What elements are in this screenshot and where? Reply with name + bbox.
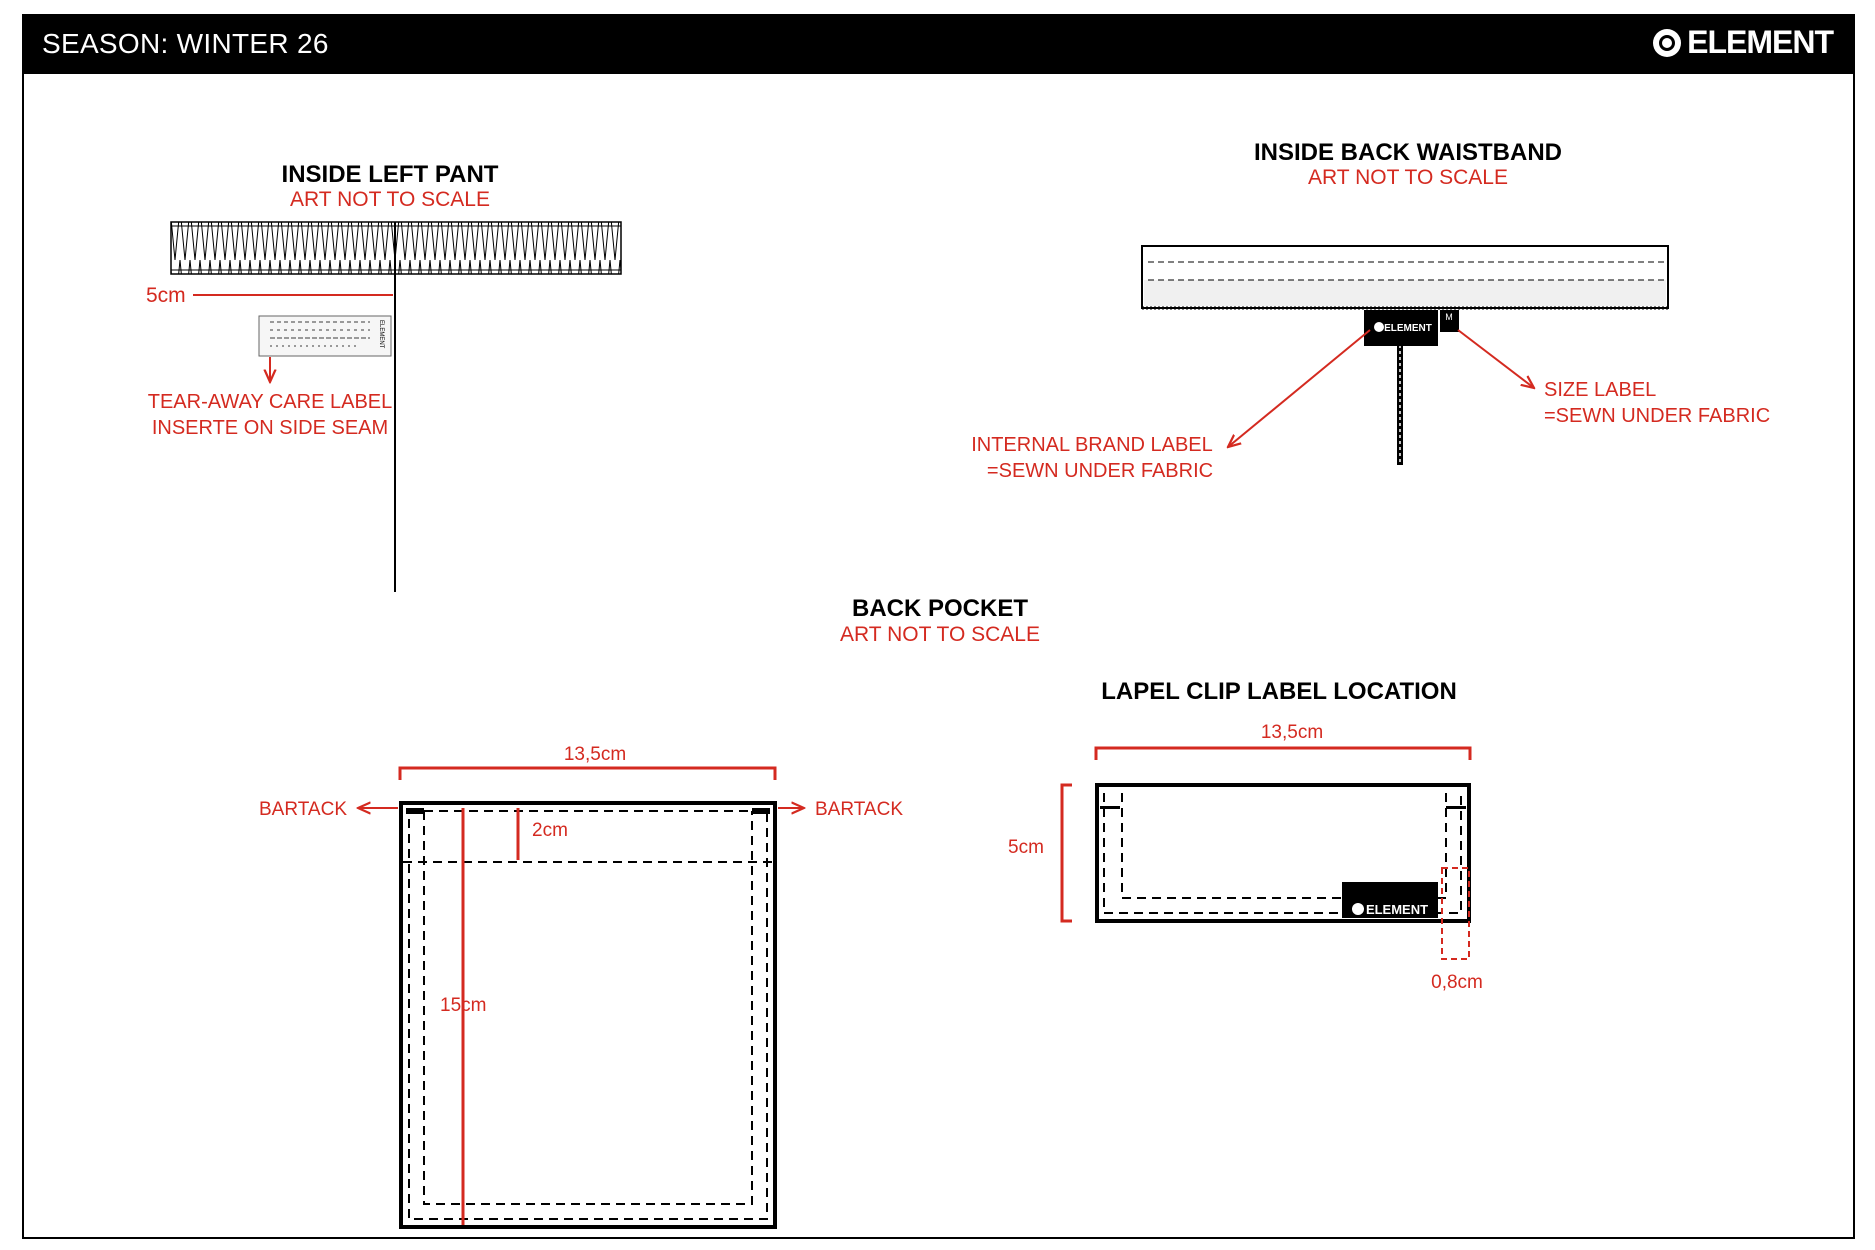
- brand-label-logo-icon: [1374, 322, 1384, 332]
- lapel-clip-title: LAPEL CLIP LABEL LOCATION: [1101, 678, 1457, 705]
- lapel-clip-label-text: ELEMENT: [1366, 902, 1428, 917]
- care-label-callout-line2: INSERTE ON SIDE SEAM: [152, 417, 388, 439]
- lapel-clip-section: LAPEL CLIP LABEL LOCATION 13,5cm 5cm ELE…: [1008, 678, 1483, 993]
- pocket-width-dim: [398, 766, 777, 780]
- lapel-label-logo-icon: [1352, 903, 1364, 915]
- header-bar: SEASON: WINTER 26 ELEMENT: [22, 14, 1855, 74]
- size-label: [1440, 310, 1459, 332]
- side-seam-dim-label: 5cm: [146, 284, 186, 307]
- brand-label-callout-line2: =SEWN UNDER FABRIC: [987, 460, 1213, 482]
- inside-left-pant-note: ART NOT TO SCALE: [290, 188, 490, 211]
- size-label-text: M: [1445, 312, 1453, 322]
- pocket-height-label: 15cm: [440, 995, 486, 1016]
- lapel-offset-dim: [1441, 867, 1470, 960]
- care-label-callout-line1: TEAR-AWAY CARE LABEL: [148, 391, 393, 413]
- pocket-hem-label: 2cm: [532, 820, 568, 841]
- lapel-height-label: 5cm: [1008, 837, 1044, 858]
- lapel-bartack-left: [1100, 806, 1120, 809]
- brand-logo: ELEMENT: [1653, 24, 1834, 61]
- back-pocket-section: BACK POCKET ART NOT TO SCALE 13,5cm 15cm…: [259, 595, 1040, 1229]
- waistband-inner-band: [1144, 280, 1666, 306]
- pocket-inner-stitch: [423, 811, 753, 1205]
- season-title: SEASON: WINTER 26: [42, 28, 329, 59]
- waistband-title: INSIDE BACK WAISTBAND: [1254, 139, 1562, 166]
- waistband-note: ART NOT TO SCALE: [1308, 166, 1508, 189]
- lapel-width-label: 13,5cm: [1261, 722, 1323, 743]
- care-label-brand: ELEMENT: [378, 320, 384, 349]
- inside-left-pant-title: INSIDE LEFT PANT: [282, 161, 499, 188]
- lapel-width-dim: [1094, 746, 1472, 760]
- bartack-left-label: BARTACK: [259, 799, 347, 820]
- element-logo-icon: [1653, 28, 1682, 57]
- lapel-inner-stitch: [1121, 793, 1447, 899]
- brand-label-callout-line1: INTERNAL BRAND LABEL: [971, 434, 1213, 456]
- bartack-right-label: BARTACK: [815, 799, 903, 820]
- care-label-tag: ELEMENT: [258, 315, 392, 357]
- inside-left-pant-section: INSIDE LEFT PANT ART NOT TO SCALE 5cm EL…: [146, 161, 622, 592]
- pocket-outer-stitch: [408, 810, 768, 1220]
- back-pocket-title: BACK POCKET: [852, 595, 1028, 622]
- brand-label-arrow: [1228, 329, 1371, 447]
- size-label-callout-line1: SIZE LABEL: [1544, 379, 1656, 401]
- lapel-bartack-right: [1446, 806, 1466, 809]
- lapel-height-dim: [1060, 783, 1072, 923]
- inside-back-waistband-section: INSIDE BACK WAISTBAND ART NOT TO SCALE E…: [971, 139, 1770, 482]
- lapel-offset-label: 0,8cm: [1431, 972, 1483, 993]
- size-label-callout-line2: =SEWN UNDER FABRIC: [1544, 405, 1770, 427]
- bartack-right-mark: [752, 808, 770, 814]
- internal-brand-label-text: ELEMENT: [1384, 323, 1432, 334]
- brand-logo-text: ELEMENT: [1687, 24, 1834, 60]
- pocket-width-label: 13,5cm: [564, 744, 626, 765]
- back-pocket-note: ART NOT TO SCALE: [840, 623, 1040, 646]
- bartack-left-mark: [406, 808, 424, 814]
- lapel-outer-stitch: [1103, 793, 1462, 914]
- size-label-arrow: [1457, 329, 1534, 388]
